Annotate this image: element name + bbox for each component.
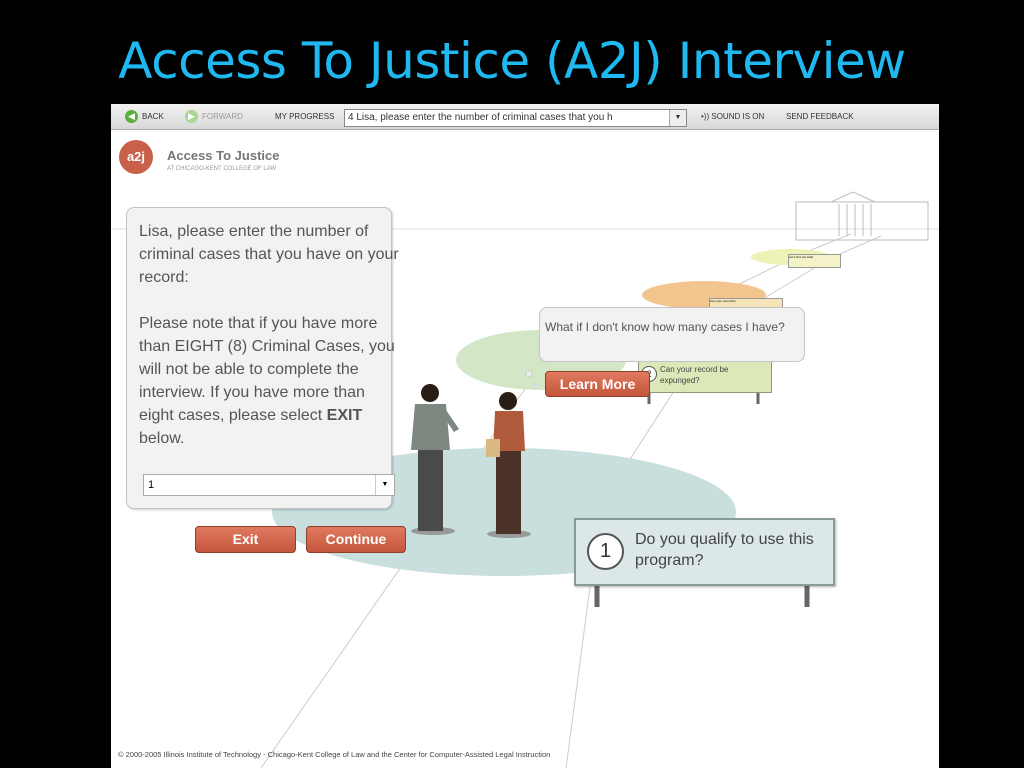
courthouse-building bbox=[795, 191, 929, 241]
back-button[interactable]: ◀BACK bbox=[125, 104, 164, 129]
step-number: 1 bbox=[587, 533, 624, 570]
brand-title: Access To Justice bbox=[167, 148, 280, 163]
case-count-select[interactable]: 1 ▼ bbox=[143, 474, 395, 496]
progress-dropdown-value: 4 Lisa, please enter the number of crimi… bbox=[348, 112, 613, 123]
sound-toggle[interactable]: •)) SOUND IS ON bbox=[701, 112, 765, 121]
app-window: ◀BACK ▶FORWARD MY PROGRESS 4 Lisa, pleas… bbox=[111, 104, 939, 768]
step-title: Do you qualify to use this program? bbox=[635, 531, 814, 569]
speaker-icon: •)) bbox=[701, 112, 712, 121]
journey-sign-1: 1 Do you qualify to use this program? bbox=[574, 518, 835, 586]
learn-more-button[interactable]: Learn More bbox=[545, 371, 650, 397]
exit-button[interactable]: Exit bbox=[195, 526, 296, 553]
continue-button[interactable]: Continue bbox=[306, 526, 406, 553]
a2j-logo: a2j bbox=[119, 140, 153, 174]
case-count-value: 1 bbox=[148, 479, 155, 491]
step-title: Can your record be expunged? bbox=[660, 365, 729, 385]
chevron-down-icon[interactable]: ▼ bbox=[669, 110, 686, 126]
question-text: Lisa, please enter the number of crimina… bbox=[139, 223, 399, 447]
question-bubble: Lisa, please enter the number of crimina… bbox=[126, 207, 399, 509]
send-feedback-link[interactable]: SEND FEEDBACK bbox=[786, 112, 854, 121]
thought-dot bbox=[533, 383, 539, 389]
person-lisa bbox=[411, 384, 459, 535]
help-question: What if I don't know how many cases I ha… bbox=[545, 320, 785, 334]
forward-button[interactable]: ▶FORWARD bbox=[185, 104, 243, 129]
brand-subtitle: AT CHICAGO-KENT COLLEGE OF LAW bbox=[167, 166, 277, 172]
person-advisor bbox=[486, 392, 531, 538]
copyright-footer: © 2000-2005 Illinois Institute of Techno… bbox=[118, 750, 551, 759]
chevron-down-icon[interactable]: ▼ bbox=[375, 475, 394, 495]
arrow-left-icon: ◀ bbox=[125, 110, 138, 124]
slide-title: Access To Justice (A2J) Interview bbox=[118, 32, 906, 90]
progress-label: MY PROGRESS bbox=[275, 112, 335, 121]
arrow-right-icon: ▶ bbox=[185, 110, 198, 124]
journey-sign-2: 2 Can your record be expunged? bbox=[638, 360, 772, 393]
toolbar: ◀BACK ▶FORWARD MY PROGRESS 4 Lisa, pleas… bbox=[111, 104, 939, 130]
progress-dropdown[interactable]: 4 Lisa, please enter the number of crimi… bbox=[344, 109, 687, 127]
help-bubble: What if I don't know how many cases I ha… bbox=[539, 307, 805, 362]
thought-dot bbox=[525, 370, 533, 378]
journey-sign-4: Let's find out what bbox=[788, 254, 841, 268]
